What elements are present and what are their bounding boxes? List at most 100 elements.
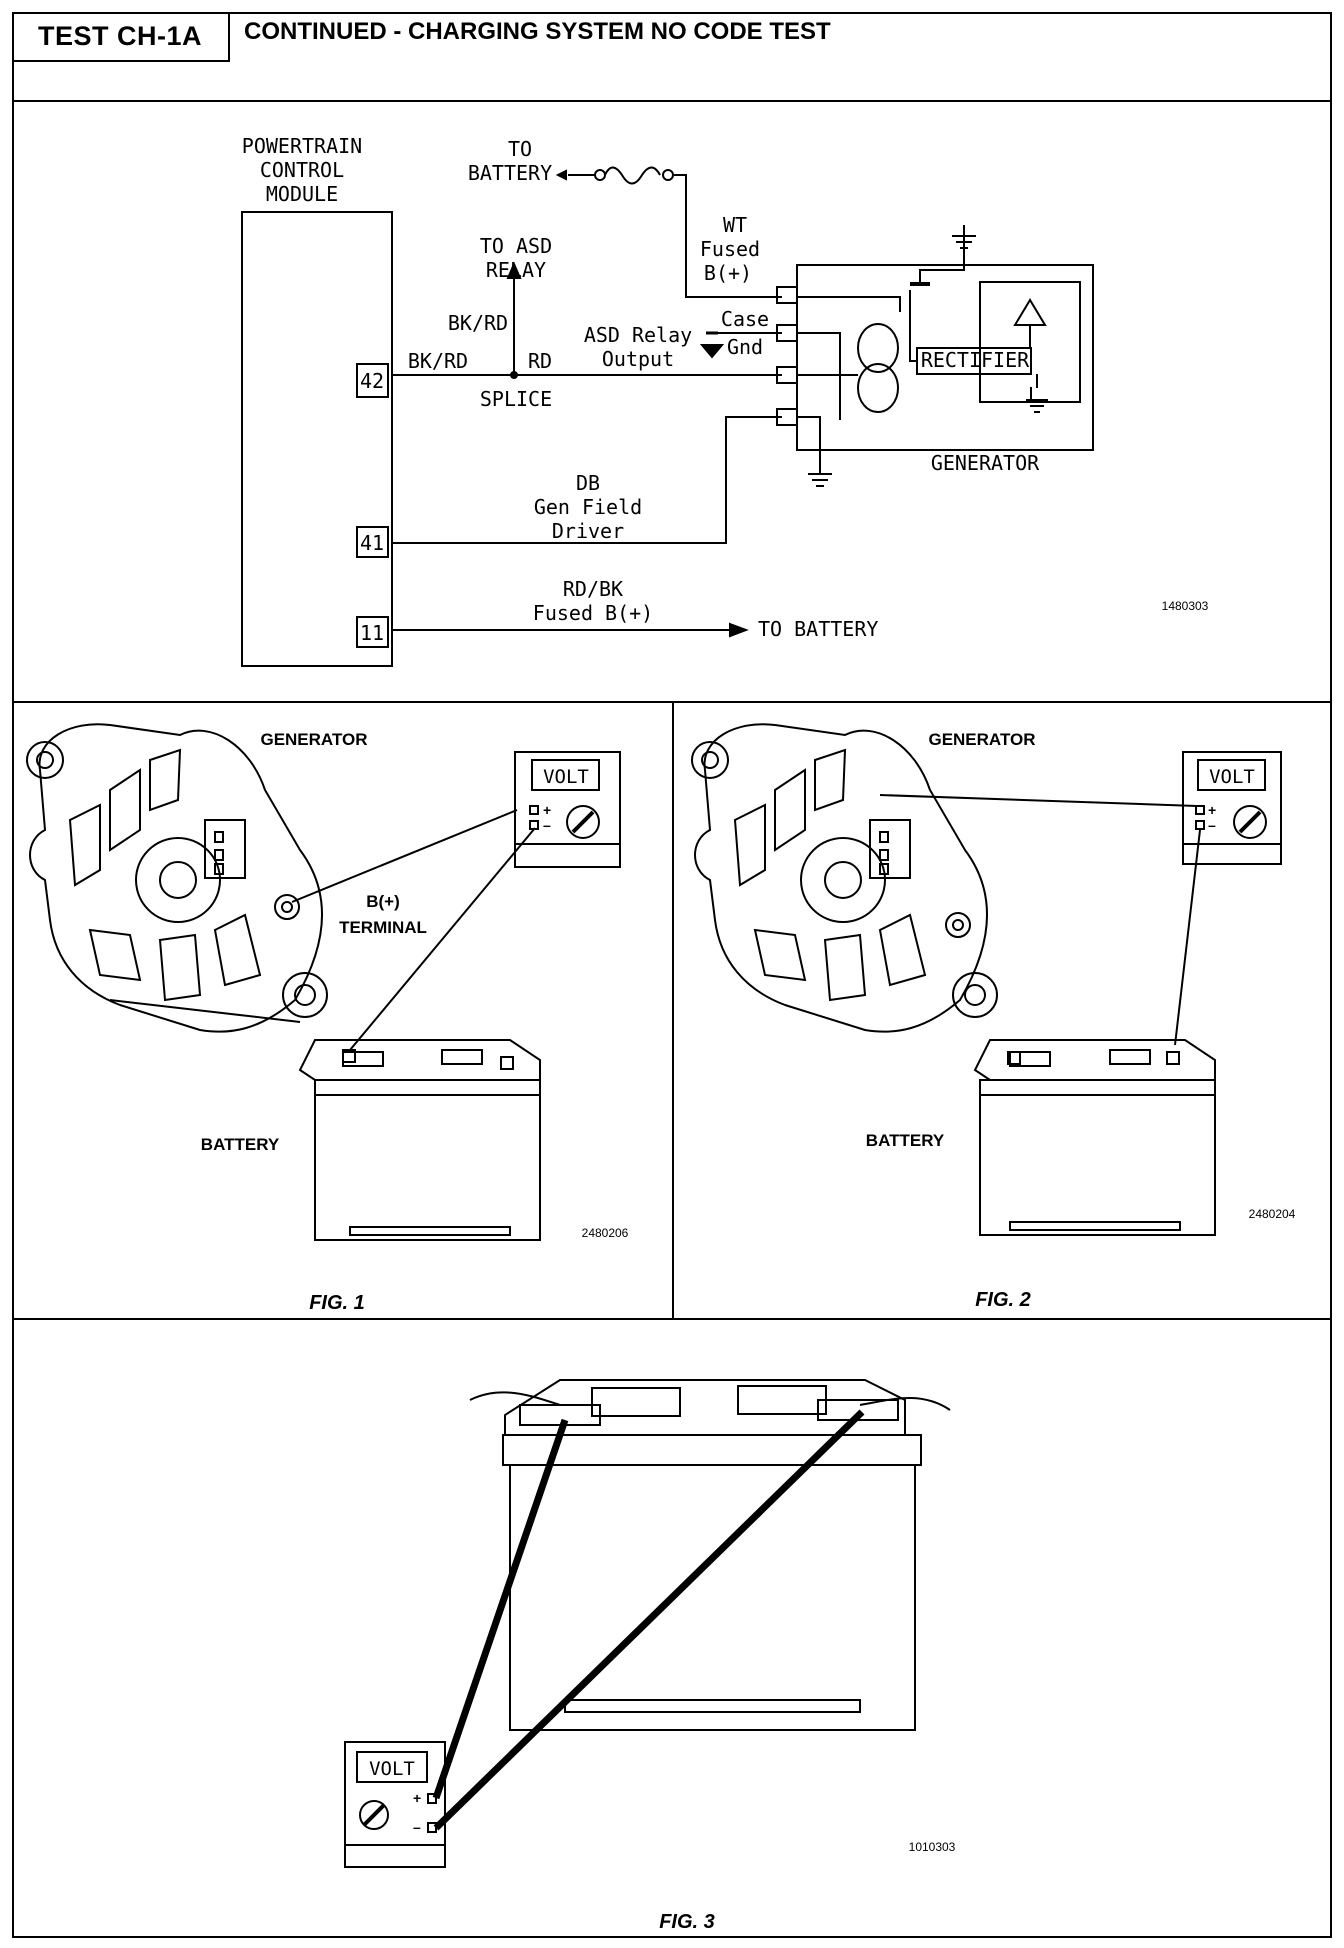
fig1-battery-case bbox=[314, 1094, 541, 1241]
pcm-label-2: CONTROL bbox=[260, 158, 344, 182]
fig1-battery-cell-left bbox=[342, 1051, 384, 1067]
bk-rd-vertical-label: BK/RD bbox=[448, 311, 508, 335]
test-id: TEST CH-1A bbox=[37, 20, 202, 51]
fig1-voltmeter bbox=[514, 751, 621, 868]
bk-rd-label: BK/RD bbox=[408, 349, 468, 373]
pcm-label-3: MODULE bbox=[266, 182, 338, 206]
fig3-battery-lid bbox=[502, 1434, 922, 1466]
fig3-volt-plus: + bbox=[413, 1790, 421, 1806]
top-ground-wire bbox=[919, 232, 965, 284]
fig1-volt-plus-jack bbox=[529, 805, 539, 815]
fig2-code: 2480204 bbox=[1249, 1207, 1296, 1221]
fig3-code: 1010303 bbox=[909, 1840, 956, 1854]
to-battery-top-2: BATTERY bbox=[468, 161, 552, 185]
rectifier-label: RECTIFIER bbox=[921, 348, 1030, 372]
case-gnd-1: Case bbox=[721, 307, 769, 331]
to-asd-relay-1: TO ASD bbox=[480, 234, 552, 258]
fig3-battery-case bbox=[509, 1464, 916, 1731]
fig3-cable-right bbox=[859, 1397, 951, 1411]
fig1-code: 2480206 bbox=[582, 1226, 629, 1240]
db-label-3: Driver bbox=[552, 519, 624, 543]
wt-label-3: B(+) bbox=[704, 261, 752, 285]
test-id-box: TEST CH-1A bbox=[12, 12, 230, 62]
internal-wire-b bbox=[797, 296, 901, 312]
fig2-volt-plus-jack bbox=[1195, 805, 1205, 815]
fig3-battery-cell-right bbox=[737, 1385, 827, 1415]
fig3-volt-plus-jack bbox=[427, 1793, 437, 1804]
fig1-volt-minus: – bbox=[543, 817, 551, 833]
fig2-volt-minus-jack bbox=[1195, 820, 1205, 830]
fuse-end-right bbox=[662, 169, 674, 181]
rd-bk-label-2: Fused B(+) bbox=[533, 601, 653, 625]
fig1-battery-post-negative bbox=[500, 1056, 514, 1070]
fig2-lead-negative bbox=[1174, 829, 1201, 1046]
fig3-volt-label: VOLT bbox=[369, 1758, 415, 1780]
battery-arrow bbox=[729, 622, 749, 638]
fig1-b-terminal-2: TERMINAL bbox=[339, 918, 427, 937]
fig2-volt-label: VOLT bbox=[1209, 766, 1255, 788]
pin-41-box bbox=[356, 526, 389, 558]
fig3-volt-minus-jack bbox=[427, 1822, 437, 1833]
fig3-battery-cell-left bbox=[591, 1387, 681, 1417]
fig1-caption: FIG. 1 bbox=[309, 1292, 365, 1314]
internal-wire-case bbox=[797, 332, 841, 420]
generator-box bbox=[796, 264, 1094, 451]
wt-label-2: Fused bbox=[700, 237, 760, 261]
fig3-battery-foot bbox=[564, 1699, 861, 1713]
fig2-battery-lid bbox=[979, 1079, 1216, 1096]
rd-label: RD bbox=[528, 349, 552, 373]
wt-label-1: WT bbox=[723, 213, 747, 237]
asd-relay-output-2: Output bbox=[602, 347, 674, 371]
fig3-volt-display bbox=[356, 1751, 428, 1783]
rectifier-output bbox=[1030, 387, 1040, 401]
db-label-2: Gen Field bbox=[534, 495, 642, 519]
fig2-volt-dial-pointer bbox=[1238, 810, 1262, 834]
stator-box bbox=[979, 281, 1081, 403]
to-battery-top-1: TO bbox=[508, 137, 532, 161]
pin-41-label: 41 bbox=[360, 531, 384, 555]
fig3-volt-dial-icon bbox=[359, 1800, 389, 1830]
page-frame bbox=[12, 12, 1332, 1938]
fig2-battery-case bbox=[979, 1094, 1216, 1236]
db-wire bbox=[392, 416, 782, 544]
fig3-volt-dial-pointer bbox=[362, 1803, 386, 1827]
fig2-volt-display bbox=[1197, 759, 1266, 791]
rotor-coil-bottom bbox=[857, 363, 899, 413]
rd-bk-label-1: RD/BK bbox=[563, 577, 623, 601]
fig1-volt-label: VOLT bbox=[543, 766, 589, 788]
fig2-generator-icon bbox=[691, 723, 998, 1033]
fig2-battery-post-positive bbox=[1007, 1051, 1021, 1065]
splice-dot bbox=[510, 371, 518, 379]
case-gnd-2: Gnd bbox=[727, 335, 763, 359]
fig1-generator-icon bbox=[26, 723, 328, 1033]
fig1-volt-display bbox=[531, 759, 600, 791]
asd-relay-output-1: ASD Relay bbox=[584, 323, 692, 347]
rotor-coil-top bbox=[857, 323, 899, 373]
fuse-end-left bbox=[594, 169, 606, 181]
fig2-battery-cell-right bbox=[1109, 1049, 1151, 1065]
fig2-lead-positive bbox=[879, 794, 1198, 807]
wt-wire bbox=[673, 174, 782, 298]
generator-label: GENERATOR bbox=[931, 451, 1040, 475]
fig3-caption: FIG. 3 bbox=[659, 1911, 715, 1933]
fig3-lead-positive bbox=[432, 1418, 569, 1800]
fig1-battery-foot bbox=[349, 1226, 511, 1236]
to-asd-relay-2: RELAY bbox=[486, 258, 546, 282]
fig3-clamp-positive bbox=[519, 1404, 601, 1426]
splice-label: SPLICE bbox=[480, 387, 552, 411]
page-title: CONTINUED - CHARGING SYSTEM NO CODE TEST bbox=[244, 18, 831, 45]
fig1-battery-cell-right bbox=[441, 1049, 483, 1065]
fig2-battery-label: BATTERY bbox=[866, 1131, 945, 1150]
fig1-volt-minus-jack bbox=[529, 820, 539, 830]
fig2-volt-minus: – bbox=[1208, 817, 1216, 833]
fig1-generator-label: GENERATOR bbox=[260, 730, 367, 749]
fig1-volt-plus: + bbox=[543, 802, 551, 818]
fig1-battery-post-positive bbox=[342, 1049, 356, 1063]
fig3-cable-left bbox=[469, 1391, 561, 1406]
fuse-icon bbox=[604, 166, 661, 185]
stator-winding bbox=[1013, 298, 1047, 326]
fig3-lead-negative bbox=[433, 1409, 865, 1831]
pin-11-label: 11 bbox=[360, 621, 384, 645]
fig2-volt-dial-icon bbox=[1233, 805, 1267, 839]
fig1-volt-dial-pointer bbox=[571, 810, 595, 834]
